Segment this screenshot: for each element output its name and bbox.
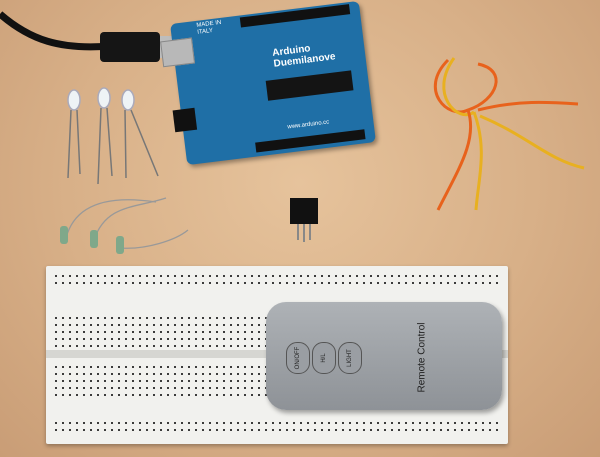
digital-header xyxy=(239,4,351,28)
onoff-button: ON/OFF xyxy=(286,342,310,374)
wires xyxy=(433,57,585,211)
light-button: LIGHT xyxy=(338,342,362,374)
analog-header xyxy=(255,129,366,153)
remote-control: ON/OFF H/L LIGHT Remote Control xyxy=(266,302,502,410)
resistors xyxy=(60,197,189,254)
hl-button: H/L xyxy=(312,342,336,374)
board-url: www.arduino.cc xyxy=(287,119,330,131)
ir-receiver xyxy=(290,198,318,242)
remote-title: Remote Control xyxy=(416,322,428,393)
led xyxy=(67,87,159,185)
resistor xyxy=(116,236,124,254)
resistor xyxy=(60,226,68,244)
resistor xyxy=(90,230,98,248)
leds xyxy=(67,87,159,185)
usb-port xyxy=(160,37,196,68)
microcontroller-chip xyxy=(265,70,354,101)
power-jack xyxy=(172,107,198,133)
